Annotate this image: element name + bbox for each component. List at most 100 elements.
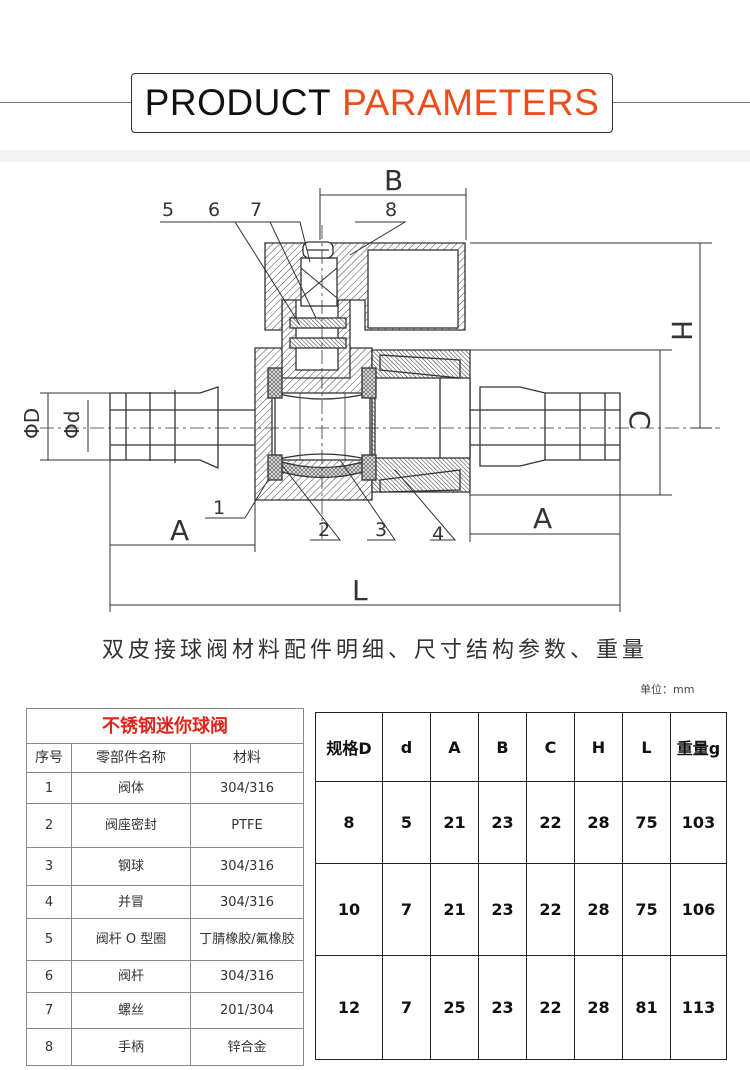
spec-cell: 28 [574, 781, 623, 864]
part-label-7: 7 [250, 199, 262, 221]
spec-header-b: B [478, 712, 527, 782]
part-material: PTFE [190, 803, 304, 848]
parts-header-no: 序号 [26, 743, 72, 773]
spec-cell: 81 [622, 955, 671, 1060]
part-label-8: 8 [385, 199, 397, 221]
part-name: 手柄 [71, 1028, 191, 1066]
table-row: 8 5 21 23 22 28 75 103 [315, 781, 727, 864]
dim-label-a-left: A [170, 514, 189, 547]
parts-material-table: 不锈钢迷你球阀 序号 零部件名称 材料 1 阀体 304/316 2 阀座密封 … [26, 708, 304, 1066]
table-row: 7 螺丝 201/304 [26, 992, 304, 1029]
table-row: 10 7 21 23 22 28 75 106 [315, 863, 727, 956]
dimension-lines [40, 188, 712, 612]
dim-label-l: L [352, 574, 368, 607]
part-name: 钢球 [71, 847, 191, 886]
spec-cell: 23 [478, 955, 527, 1060]
spec-cell: 113 [670, 955, 727, 1060]
spec-cell: 5 [382, 781, 431, 864]
part-name: 阀杆 [71, 960, 191, 993]
header-title-box: PRODUCT PARAMETERS [131, 73, 613, 133]
part-material: 304/316 [190, 847, 304, 886]
dim-label-c: C [623, 410, 656, 430]
parts-header-name: 零部件名称 [71, 743, 191, 773]
part-name: 阀座密封 [71, 803, 191, 848]
spec-header-h: H [574, 712, 623, 782]
part-material: 锌合金 [190, 1028, 304, 1066]
spec-cell: 12 [315, 955, 383, 1060]
parts-table-title: 不锈钢迷你球阀 [26, 708, 304, 744]
part-no: 8 [26, 1028, 72, 1066]
spec-cell: 7 [382, 863, 431, 956]
spec-cell: 22 [526, 781, 575, 864]
table-row: 2 阀座密封 PTFE [26, 803, 304, 848]
part-no: 1 [26, 772, 72, 804]
header-rule-left [0, 102, 131, 103]
part-no: 3 [26, 847, 72, 886]
spec-cell: 22 [526, 863, 575, 956]
part-name: 阀杆 O 型圈 [71, 918, 191, 961]
part-material: 304/316 [190, 885, 304, 919]
spec-cell: 106 [670, 863, 727, 956]
part-label-1: 1 [213, 497, 225, 519]
table-row: 12 7 25 23 22 28 81 113 [315, 955, 727, 1060]
spec-cell: 8 [315, 781, 383, 864]
dim-label-b: B [384, 164, 403, 197]
dim-label-a-right: A [533, 502, 552, 535]
part-label-4: 4 [432, 523, 444, 545]
spec-cell: 28 [574, 863, 623, 956]
parts-header-material: 材料 [190, 743, 304, 773]
table-row: 4 并冒 304/316 [26, 885, 304, 919]
spec-cell: 75 [622, 781, 671, 864]
spec-cell: 28 [574, 955, 623, 1060]
part-label-6: 6 [208, 199, 220, 221]
part-label-3: 3 [375, 519, 387, 541]
part-material: 201/304 [190, 992, 304, 1029]
spec-header-l: L [622, 712, 671, 782]
part-material: 丁腈橡胶/氟橡胶 [190, 918, 304, 961]
spec-cell: 21 [430, 863, 479, 956]
dim-label-d-inner: Φd [60, 411, 84, 439]
spec-cell: 22 [526, 955, 575, 1060]
spec-header-d: d [382, 712, 431, 782]
table-row: 1 阀体 304/316 [26, 772, 304, 804]
spec-header-size: 规格D [315, 712, 383, 782]
valve-body [40, 225, 720, 540]
header-title-word-product: PRODUCT [144, 82, 332, 123]
table-row: 6 阀杆 304/316 [26, 960, 304, 993]
spec-cell: 75 [622, 863, 671, 956]
part-no: 5 [26, 918, 72, 961]
part-no: 2 [26, 803, 72, 848]
table-row: 3 钢球 304/316 [26, 847, 304, 886]
part-name: 并冒 [71, 885, 191, 919]
part-leaders [160, 221, 457, 541]
dimension-labels: B H C A A L ΦD Φd [20, 164, 698, 607]
spec-cell: 10 [315, 863, 383, 956]
part-number-labels: 5 6 7 8 1 2 3 4 [162, 199, 444, 545]
spec-cell: 103 [670, 781, 727, 864]
spec-cell: 23 [478, 781, 527, 864]
part-no: 4 [26, 885, 72, 919]
part-material: 304/316 [190, 960, 304, 993]
spec-header-weight: 重量g [670, 712, 727, 782]
part-no: 7 [26, 992, 72, 1029]
dim-label-h: H [665, 320, 698, 341]
part-name: 阀体 [71, 772, 191, 804]
part-name: 螺丝 [71, 992, 191, 1029]
spec-cell: 7 [382, 955, 431, 1060]
table-row: 8 手柄 锌合金 [26, 1028, 304, 1066]
spec-cell: 25 [430, 955, 479, 1060]
unit-label: 单位：mm [640, 683, 695, 696]
spec-dimension-table: 规格D d A B C H L 重量g 8 5 21 23 22 28 75 1… [315, 712, 727, 1060]
dim-label-d-outer: ΦD [20, 408, 44, 439]
part-label-5: 5 [162, 199, 174, 221]
section-subtitle: 双皮接球阀材料配件明细、尺寸结构参数、重量 [101, 638, 648, 663]
part-material: 304/316 [190, 772, 304, 804]
separator-band [0, 150, 750, 162]
spec-cell: 23 [478, 863, 527, 956]
spec-header-a: A [430, 712, 479, 782]
part-label-2: 2 [318, 519, 330, 541]
spec-header-c: C [526, 712, 575, 782]
valve-section-drawing: 5 6 7 8 1 2 3 4 B [20, 164, 720, 612]
header-title-word-parameters: PARAMETERS [342, 82, 600, 123]
spec-cell: 21 [430, 781, 479, 864]
